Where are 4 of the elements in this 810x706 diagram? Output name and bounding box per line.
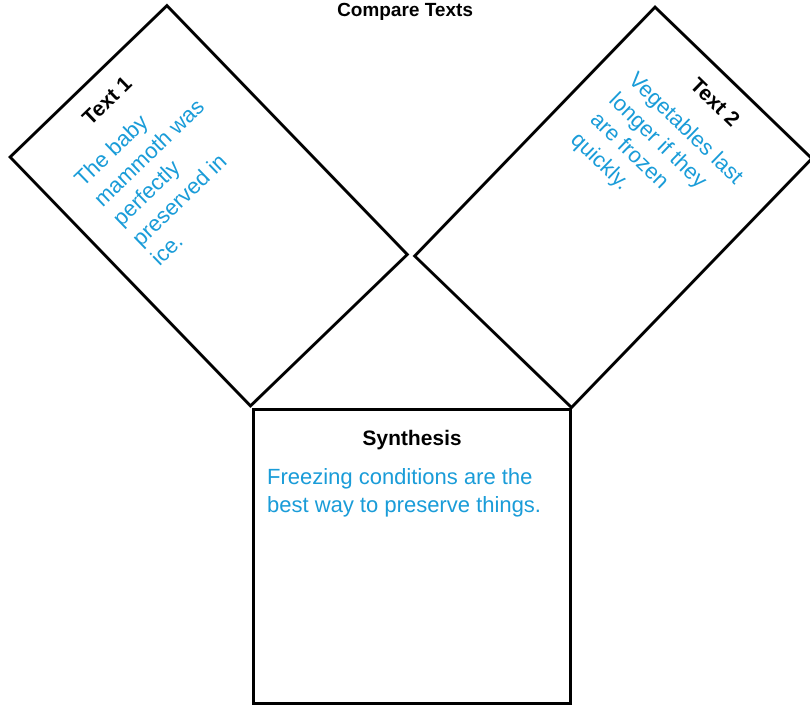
- box-heading: Synthesis: [361, 427, 463, 451]
- box-text: Freezing conditions are the best way to preserve things.: [267, 463, 542, 518]
- synthesis-box: [252, 408, 572, 705]
- diagram-title: Compare Texts: [336, 1, 474, 21]
